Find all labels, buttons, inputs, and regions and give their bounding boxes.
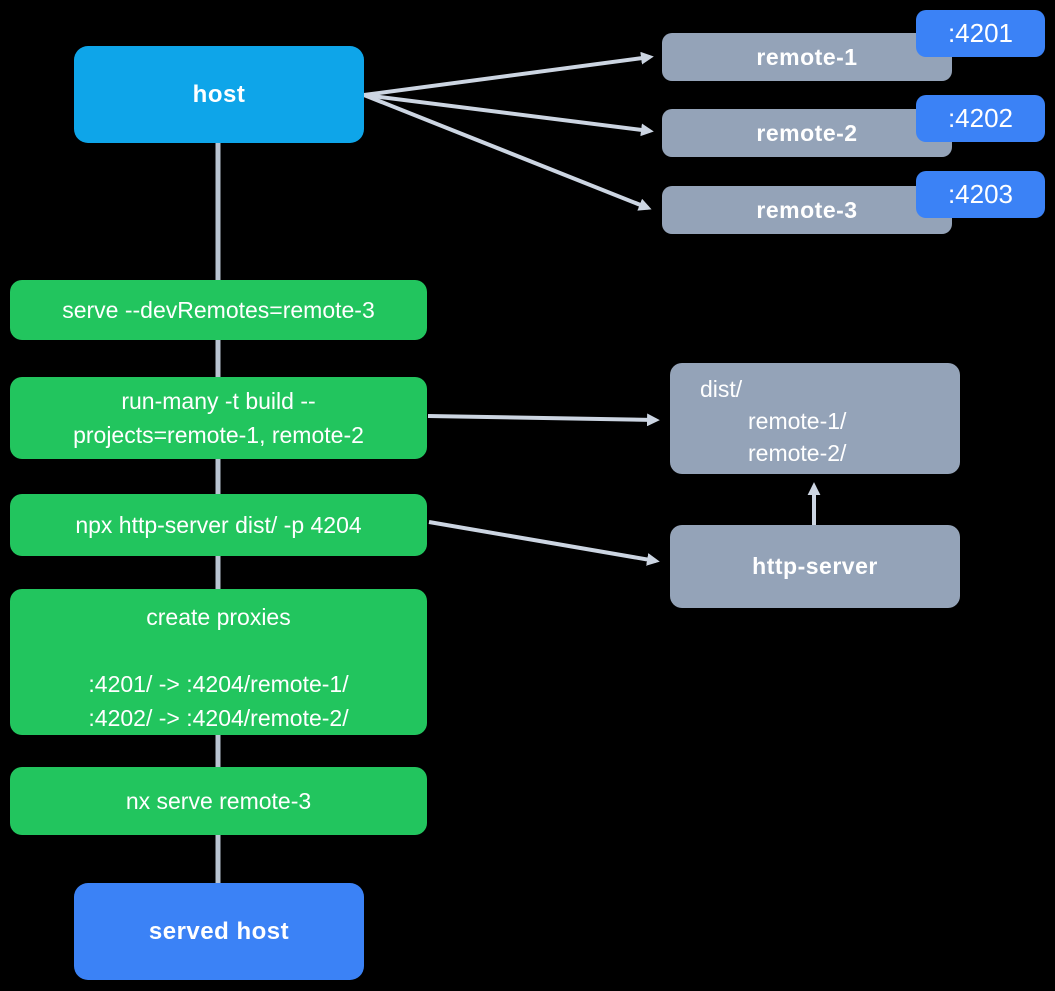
command-serve-dev-remotes: serve --devRemotes=remote-3 xyxy=(10,280,427,340)
command-npx-http-server: npx http-server dist/ -p 4204 xyxy=(10,494,427,556)
command-line-2: projects=remote-1, remote-2 xyxy=(73,422,364,448)
dist-remote-2-line: remote-2/ xyxy=(748,440,847,466)
dist-root-line: dist/ xyxy=(700,376,743,402)
command-nx-serve-remote-3: nx serve remote-3 xyxy=(10,767,427,835)
command-create-proxies: create proxies :4201/ -> :4204/remote-1/… xyxy=(10,589,427,735)
command-title: create proxies xyxy=(146,604,291,630)
command-text: nx serve remote-3 xyxy=(125,788,312,814)
command-line-1: run-many -t build -- xyxy=(121,388,316,414)
arrow-command-to-http-server xyxy=(428,520,660,566)
command-text: npx http-server dist/ -p 4204 xyxy=(75,512,362,538)
arrow-host-to-remote-2 xyxy=(363,93,654,137)
arrow-host-to-remote-3 xyxy=(363,93,652,211)
proxy-mapping-1: :4201/ -> :4204/remote-1/ xyxy=(88,671,349,697)
node-served-host: served host xyxy=(74,883,364,980)
node-host: host xyxy=(74,46,364,143)
node-remote-1: remote-1 xyxy=(662,33,952,81)
node-dist-folder: dist/ remote-1/ remote-2/ xyxy=(670,363,960,474)
node-remote-3: remote-3 xyxy=(662,186,952,234)
node-http-server: http-server xyxy=(670,525,960,608)
port-badge-4201: :4201 xyxy=(916,10,1045,57)
node-remote-2: remote-2 xyxy=(662,109,952,157)
command-text: serve --devRemotes=remote-3 xyxy=(62,297,375,323)
arrow-build-to-dist xyxy=(427,413,660,427)
command-run-many-build: run-many -t build -- projects=remote-1, … xyxy=(10,377,427,459)
dist-remote-1-line: remote-1/ xyxy=(748,408,847,434)
proxy-mapping-2: :4202/ -> :4204/remote-2/ xyxy=(88,705,349,731)
port-badge-4203: :4203 xyxy=(916,171,1045,218)
port-badge-4202: :4202 xyxy=(916,95,1045,142)
arrow-host-to-remote-1 xyxy=(363,51,654,97)
